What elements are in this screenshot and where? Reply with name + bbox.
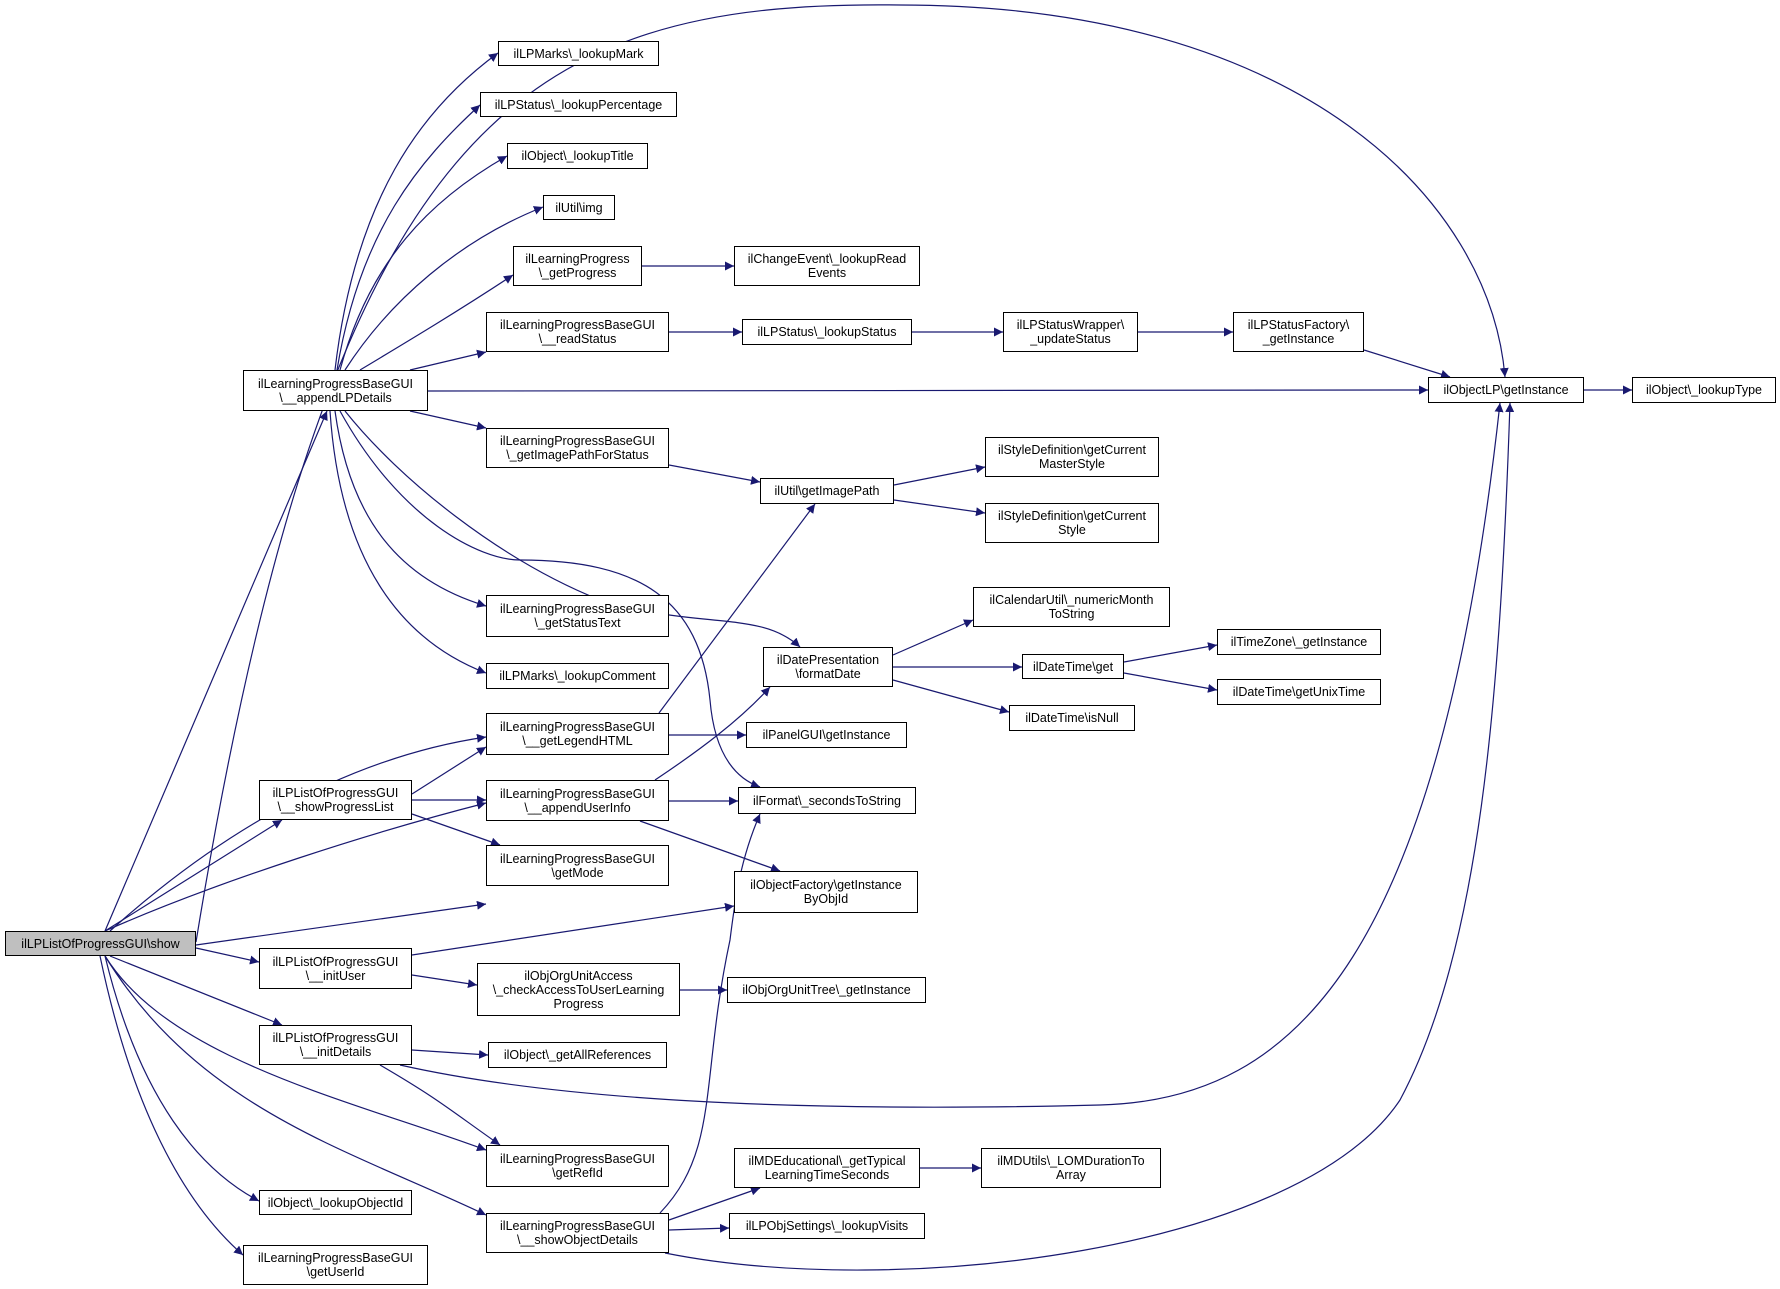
node-lpbase-get-ref-id[interactable]: ilLearningProgressBaseGUI \getRefId bbox=[486, 1145, 669, 1187]
edge-append-progress bbox=[359, 274, 514, 371]
edge-showobj-mdedu bbox=[668, 1186, 761, 1221]
edge-root-showprogress bbox=[104, 819, 283, 932]
edge-format-isnull bbox=[892, 679, 1010, 714]
node-md-utils-lom-duration[interactable]: ilMDUtils\_LOMDurationTo Array bbox=[981, 1148, 1161, 1188]
edge-showobj-seconds bbox=[659, 813, 761, 1214]
node-lp-status-wrapper-update-status[interactable]: ilLPStatusWrapper\ _updateStatus bbox=[1003, 312, 1138, 352]
edge-root-inituser bbox=[195, 947, 260, 965]
node-object-lookup-title[interactable]: ilObject\_lookupTitle bbox=[507, 143, 648, 169]
edge-showprogress-getmode bbox=[411, 813, 501, 847]
edge-root-getmode bbox=[195, 900, 487, 946]
edge-root-initdetails bbox=[109, 955, 283, 1026]
edge-dtget-unix bbox=[1123, 672, 1218, 693]
edge-root-lookupobjid bbox=[104, 955, 260, 1202]
node-calendar-util-numeric-month[interactable]: ilCalendarUtil\_numericMonth ToString bbox=[973, 587, 1170, 627]
node-lp-marks-lookup-comment[interactable]: ilLPMarks\_lookupComment bbox=[486, 663, 669, 689]
edge-dtget-tz bbox=[1123, 642, 1218, 663]
node-lpbase-show-object-details[interactable]: ilLearningProgressBaseGUI \__showObjectD… bbox=[486, 1213, 669, 1253]
node-datetime-get-unix-time[interactable]: ilDateTime\getUnixTime bbox=[1217, 679, 1381, 705]
edge-legend-utilpath bbox=[658, 503, 816, 714]
edge-initdetails-allrefs bbox=[411, 1049, 489, 1059]
node-list-init-user[interactable]: ilLPListOfProgressGUI \__initUser bbox=[259, 948, 412, 989]
edge-root-userid bbox=[99, 955, 244, 1256]
node-lp-obj-settings-lookup-visits[interactable]: ilLPObjSettings\_lookupVisits bbox=[729, 1213, 925, 1239]
node-object-factory-get-instance-by-obj-id[interactable]: ilObjectFactory\getInstance ByObjId bbox=[734, 871, 918, 913]
node-datetime-get[interactable]: ilDateTime\get bbox=[1022, 654, 1124, 679]
node-lpbase-get-user-id[interactable]: ilLearningProgressBaseGUI \getUserId bbox=[243, 1245, 428, 1285]
node-util-get-image-path[interactable]: ilUtil\getImagePath bbox=[760, 478, 894, 504]
edge-root-showobj bbox=[104, 955, 487, 1216]
edge-initdetails-refid bbox=[379, 1064, 501, 1146]
edge-append-statustext bbox=[334, 410, 487, 608]
edge-showobj-objectlp bbox=[664, 402, 1515, 1271]
node-style-def-current-master-style[interactable]: ilStyleDefinition\getCurrent MasterStyle bbox=[985, 437, 1159, 477]
node-lp-status-lookup-status[interactable]: ilLPStatus\_lookupStatus bbox=[742, 319, 912, 345]
edge-append-formatdate bbox=[344, 410, 801, 648]
edge-append-percent bbox=[336, 104, 481, 371]
edge-append-title bbox=[339, 155, 508, 371]
node-lp-status-lookup-percentage[interactable]: ilLPStatus\_lookupPercentage bbox=[480, 92, 677, 117]
edge-root-appendlp bbox=[104, 410, 328, 932]
node-list-show-progress-list[interactable]: ilLPListOfProgressGUI \__showProgressLis… bbox=[259, 780, 412, 820]
node-lpbase-read-status[interactable]: ilLearningProgressBaseGUI \__readStatus bbox=[486, 312, 669, 352]
node-lpbase-get-status-text[interactable]: ilLearningProgressBaseGUI \_getStatusTex… bbox=[486, 595, 669, 637]
edge-append-readstatus bbox=[409, 349, 487, 371]
node-object-lp-get-instance[interactable]: ilObjectLP\getInstance bbox=[1428, 377, 1584, 403]
edge-inituser-objfactory bbox=[411, 902, 735, 956]
edge-userinfo-objfactory bbox=[639, 820, 781, 873]
node-org-unit-access-check[interactable]: ilObjOrgUnitAccess \_checkAccessToUserLe… bbox=[477, 963, 680, 1016]
edge-format-month bbox=[892, 619, 974, 656]
edge-append-mark bbox=[334, 52, 499, 371]
edge-imagepath-utilpath bbox=[668, 464, 761, 485]
node-datetime-is-null[interactable]: ilDateTime\isNull bbox=[1009, 705, 1135, 731]
node-object-lookup-type[interactable]: ilObject\_lookupType bbox=[1632, 377, 1776, 403]
node-panel-gui-get-instance[interactable]: ilPanelGUI\getInstance bbox=[746, 722, 907, 748]
edge-showobj-visits bbox=[668, 1223, 730, 1233]
node-object-lookup-object-id[interactable]: ilObject\_lookupObjectId bbox=[259, 1190, 412, 1215]
node-lp-status-factory-get-instance[interactable]: ilLPStatusFactory\ _getInstance bbox=[1233, 312, 1364, 352]
node-change-event-lookup-read-events[interactable]: ilChangeEvent\_lookupRead Events bbox=[734, 246, 920, 286]
edge-append-img bbox=[344, 206, 544, 371]
edge-append-comment bbox=[329, 410, 487, 674]
edge-initdetails-objectlp bbox=[399, 402, 1504, 1108]
node-org-unit-tree-get-instance[interactable]: ilObjOrgUnitTree\_getInstance bbox=[727, 977, 926, 1003]
node-lpbase-append-user-info[interactable]: ilLearningProgressBaseGUI \__appendUserI… bbox=[486, 780, 669, 821]
edge-root-refid bbox=[104, 955, 487, 1152]
edge-utilpath-masterstyle bbox=[893, 464, 986, 486]
edge-showprogress-legend bbox=[411, 746, 487, 795]
edge-append-imagepath bbox=[409, 410, 487, 431]
edge-factory-objectlp bbox=[1363, 349, 1451, 379]
edge-userinfo-formatdate bbox=[654, 686, 771, 781]
node-util-img[interactable]: ilUtil\img bbox=[543, 195, 615, 220]
node-lpbase-get-mode[interactable]: ilLearningProgressBaseGUI \getMode bbox=[486, 845, 669, 886]
node-md-educational-typical-time[interactable]: ilMDEducational\_getTypical LearningTime… bbox=[734, 1148, 920, 1188]
edge-append-objectlp bbox=[427, 385, 1429, 395]
node-lpbase-get-legend-html[interactable]: ilLearningProgressBaseGUI \__getLegendHT… bbox=[486, 713, 669, 755]
node-lpbase-append-lp-details[interactable]: ilLearningProgressBaseGUI \__appendLPDet… bbox=[243, 370, 428, 411]
edge-append-seconds bbox=[339, 410, 761, 789]
node-object-get-all-references[interactable]: ilObject\_getAllReferences bbox=[488, 1042, 667, 1068]
edge-inituser-orgaccess bbox=[411, 974, 478, 989]
node-lpbase-get-image-path-for-status[interactable]: ilLearningProgressBaseGUI \_getImagePath… bbox=[486, 428, 669, 468]
node-lp-lookup-mark[interactable]: ilLPMarks\_lookupMark bbox=[498, 41, 659, 66]
node-format-seconds-to-string[interactable]: ilFormat\_secondsToString bbox=[738, 787, 916, 814]
node-learning-progress-get-progress[interactable]: ilLearningProgress \_getProgress bbox=[513, 246, 642, 286]
edge-utilpath-style bbox=[893, 499, 986, 517]
node-root[interactable]: ilLPListOfProgressGUI\show bbox=[5, 931, 196, 956]
edge-root-userinfo bbox=[104, 800, 487, 932]
node-style-def-current-style[interactable]: ilStyleDefinition\getCurrent Style bbox=[985, 503, 1159, 543]
node-timezone-get-instance[interactable]: ilTimeZone\_getInstance bbox=[1217, 629, 1381, 655]
node-list-init-details[interactable]: ilLPListOfProgressGUI \__initDetails bbox=[259, 1025, 412, 1065]
node-date-presentation-format-date[interactable]: ilDatePresentation \formatDate bbox=[763, 647, 893, 687]
